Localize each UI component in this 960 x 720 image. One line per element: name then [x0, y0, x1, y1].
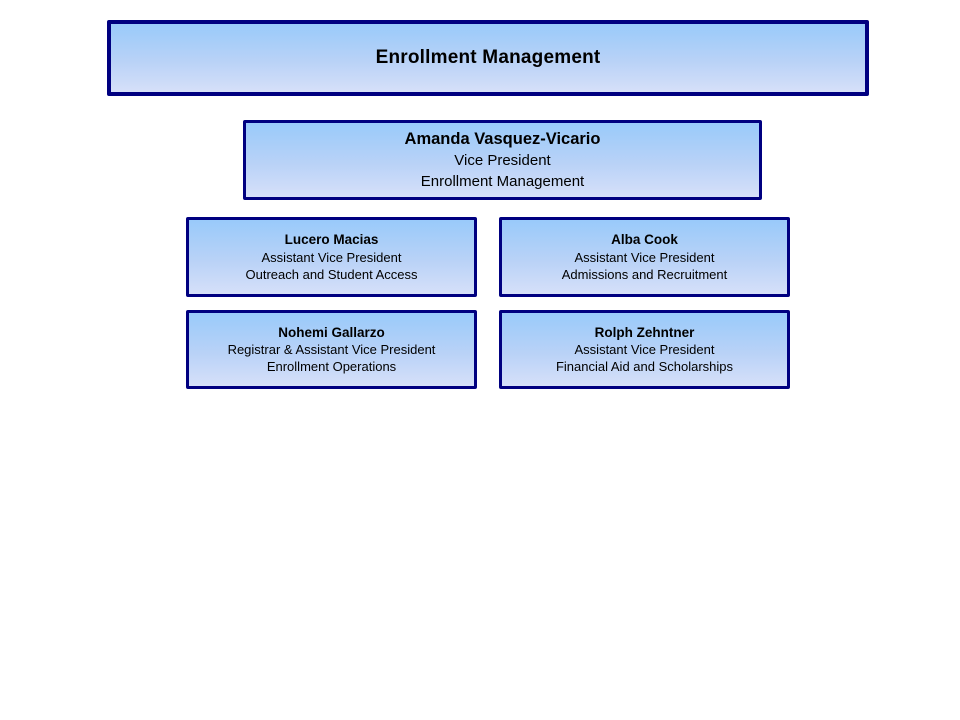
- node-department: Admissions and Recruitment: [561, 266, 728, 282]
- node-department: Enrollment Operations: [266, 359, 397, 375]
- node-card-enrollment-operations: Nohemi Gallarzo Registrar & Assistant Vi…: [186, 310, 477, 389]
- node-name: Rolph Zehntner: [594, 324, 695, 340]
- node-title: Assistant Vice President: [261, 249, 402, 265]
- node-department: Financial Aid and Scholarships: [555, 359, 734, 375]
- node-card-vice-president: Amanda Vasquez-Vicario Vice President En…: [243, 120, 762, 200]
- org-chart-title: Enrollment Management: [375, 47, 601, 68]
- node-department: Outreach and Student Access: [245, 266, 418, 282]
- node-department: Enrollment Management: [420, 173, 585, 190]
- node-name: Lucero Macias: [284, 232, 379, 248]
- node-name: Alba Cook: [611, 232, 678, 248]
- node-title: Vice President: [454, 152, 551, 169]
- node-name: Nohemi Gallarzo: [278, 324, 385, 340]
- node-title: Assistant Vice President: [574, 249, 715, 265]
- node-card-outreach-student-access: Lucero Macias Assistant Vice President O…: [186, 217, 477, 297]
- node-name: Amanda Vasquez-Vicario: [404, 130, 601, 148]
- node-title: Assistant Vice President: [574, 342, 715, 358]
- node-card-financial-aid-scholarships: Rolph Zehntner Assistant Vice President …: [499, 310, 790, 389]
- node-card-admissions-recruitment: Alba Cook Assistant Vice President Admis…: [499, 217, 790, 297]
- node-title: Registrar & Assistant Vice President: [227, 342, 436, 358]
- org-chart-title-banner: Enrollment Management: [107, 20, 869, 96]
